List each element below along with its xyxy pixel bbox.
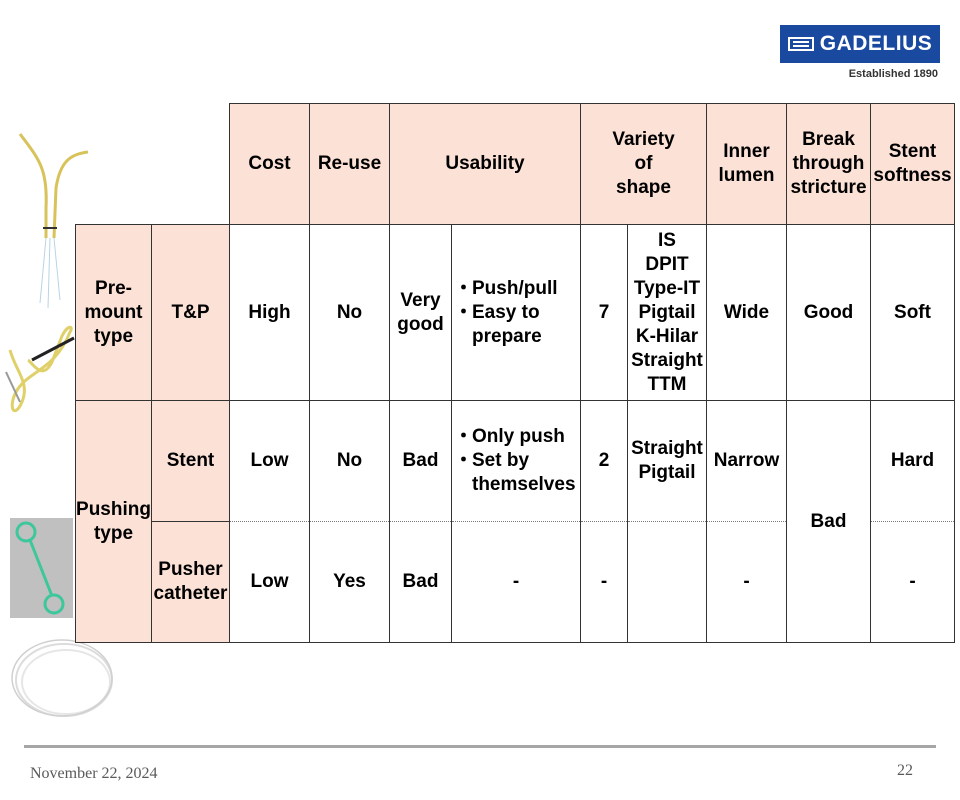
footer-date: November 22, 2024 xyxy=(30,765,158,782)
stent-reuse: No xyxy=(309,400,390,522)
list-item: Push/pull xyxy=(454,277,580,301)
tp-cost: High xyxy=(229,224,310,401)
pusher-cost: Low xyxy=(229,521,310,643)
footer-divider xyxy=(24,745,936,748)
pushing-break-through: Bad xyxy=(786,400,871,643)
list-item: Set by themselves xyxy=(454,449,580,497)
tp-break-through: Good xyxy=(786,224,871,401)
list-item: Easy to prepare xyxy=(454,301,580,349)
corner-blank xyxy=(76,104,230,225)
page-number: 22 xyxy=(897,762,913,779)
stent-variety-count: 2 xyxy=(580,400,628,522)
pusher-shapes xyxy=(627,521,707,643)
stent-usability-rating: Bad xyxy=(389,400,452,522)
pusher-reuse: Yes xyxy=(309,521,390,643)
stent-inner-lumen: Narrow xyxy=(706,400,787,522)
premount-stent-image xyxy=(18,133,89,309)
pusher-usability-rating: Bad xyxy=(389,521,452,643)
pigtail-stent-image xyxy=(5,325,75,413)
pusher-variety-count: - xyxy=(580,521,628,643)
pusher-inner-lumen: - xyxy=(706,521,787,643)
gadelius-logo: GADELIUS xyxy=(780,25,940,63)
tp-softness: Soft xyxy=(870,224,955,401)
tp-inner-lumen: Wide xyxy=(706,224,787,401)
logo-text: GADELIUS xyxy=(819,32,933,55)
row-label-tp: T&P xyxy=(151,224,230,401)
tp-usability-notes: Push/pull Easy to prepare xyxy=(451,224,581,401)
gadelius-logo-mark-icon xyxy=(787,37,814,51)
pusher-catheter-image xyxy=(11,639,113,717)
tp-variety-count: 7 xyxy=(580,224,628,401)
header-reuse: Re-use xyxy=(309,103,390,225)
list-item: Only push xyxy=(454,425,580,449)
tp-reuse: No xyxy=(309,224,390,401)
pushing-stent-image xyxy=(10,518,73,618)
header-cost: Cost xyxy=(229,103,310,225)
pusher-usability-notes: - xyxy=(451,521,581,643)
row-label-stent: Stent xyxy=(151,400,230,522)
tp-shapes: IS DPIT Type-IT Pigtail K-Hilar Straight… xyxy=(627,224,707,401)
established-text: Established 1890 xyxy=(848,68,938,80)
header-usability: Usability xyxy=(389,103,581,225)
stent-usability-notes: Only push Set by themselves xyxy=(451,400,581,522)
stent-softness: Hard xyxy=(870,400,955,522)
pusher-softness: - xyxy=(870,521,955,643)
stent-cost: Low xyxy=(229,400,310,522)
